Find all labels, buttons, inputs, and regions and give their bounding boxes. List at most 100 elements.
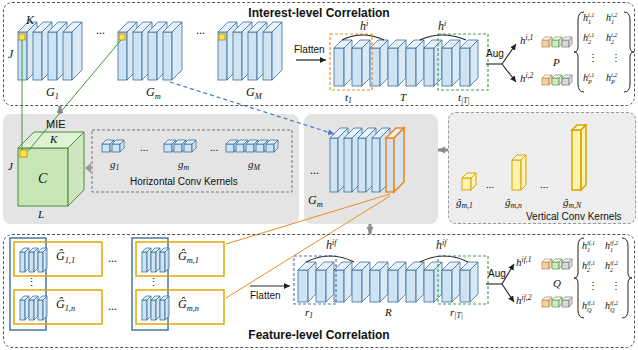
math-label: Q bbox=[553, 277, 561, 290]
math-label: hif bbox=[326, 238, 337, 253]
math-label: L bbox=[38, 208, 44, 221]
cell-box bbox=[136, 290, 224, 324]
math-symbol: Ĝ bbox=[178, 249, 187, 263]
math-label: hif,2 bbox=[516, 294, 532, 307]
math-label: hif,12 bbox=[582, 260, 595, 274]
math-symbol: h bbox=[605, 240, 610, 251]
superscript: if,2 bbox=[522, 293, 532, 302]
math-label: hif bbox=[436, 238, 447, 253]
slab-side bbox=[172, 22, 182, 80]
slab-front bbox=[118, 32, 127, 80]
math-label: C bbox=[38, 170, 47, 187]
math-symbol: h bbox=[583, 12, 588, 23]
slab-front bbox=[542, 40, 549, 47]
slab-front bbox=[316, 270, 326, 302]
math-label: hi bbox=[438, 19, 446, 34]
superscript: i,2 bbox=[611, 72, 617, 79]
slab-front bbox=[542, 300, 549, 307]
slab-front bbox=[151, 252, 156, 272]
leader-line bbox=[250, 285, 290, 286]
math-symbol: G bbox=[308, 193, 317, 207]
superscript: i bbox=[366, 19, 368, 28]
math-label: r|T| bbox=[450, 306, 463, 321]
subscript: m,N bbox=[569, 201, 582, 210]
slab-front bbox=[388, 270, 398, 302]
slab-side bbox=[25, 248, 29, 272]
slab-front bbox=[256, 144, 264, 152]
slab-side bbox=[452, 262, 460, 302]
math-label: J bbox=[8, 48, 13, 62]
slab-front bbox=[542, 78, 549, 85]
math-label: t|T| bbox=[458, 91, 470, 106]
superscript: if,2 bbox=[610, 300, 618, 307]
leader-line bbox=[486, 283, 502, 284]
slab-side bbox=[156, 248, 160, 272]
slab-front bbox=[266, 144, 274, 152]
math-label: Ĝm,1 bbox=[178, 250, 199, 265]
subscript: Q bbox=[587, 307, 595, 314]
slab-side bbox=[72, 22, 82, 80]
math-label: K bbox=[50, 133, 57, 146]
script-stack: if,1Q bbox=[587, 300, 595, 314]
math-symbol: h bbox=[360, 19, 366, 33]
ellipsis: ⋮ bbox=[588, 280, 598, 291]
brace bbox=[624, 12, 634, 92]
math-symbol: P bbox=[553, 56, 560, 68]
math-label: hi bbox=[360, 19, 368, 34]
math-label: hif,1 bbox=[516, 256, 532, 269]
math-symbol: r bbox=[305, 306, 309, 318]
math-symbol: L bbox=[38, 208, 44, 220]
math-symbol: h bbox=[438, 19, 444, 33]
script-stack: if,2Q bbox=[610, 300, 618, 314]
ellipsis: ... bbox=[108, 251, 117, 265]
slab-front bbox=[102, 144, 110, 152]
math-label: ⋮ bbox=[588, 52, 598, 64]
slab-front bbox=[462, 178, 471, 190]
slab-front bbox=[246, 144, 254, 152]
slab-side bbox=[344, 262, 352, 302]
leader-line bbox=[486, 63, 502, 64]
slab-front bbox=[330, 138, 338, 192]
slab-front bbox=[163, 32, 172, 80]
text-label: Aug bbox=[488, 268, 506, 279]
group-box bbox=[330, 34, 372, 90]
slab-front bbox=[142, 252, 147, 272]
slab-side bbox=[549, 37, 552, 47]
superscript: if,1 bbox=[522, 255, 532, 264]
superscript: i bbox=[444, 19, 446, 28]
math-symbol: G bbox=[46, 85, 55, 99]
ellipsis: ⋮ bbox=[26, 276, 37, 288]
text-label: MIE bbox=[46, 118, 66, 130]
math-symbol: h bbox=[583, 32, 588, 43]
slab-side bbox=[34, 296, 38, 320]
slice-panel: ...Gm bbox=[304, 114, 438, 224]
math-label: hif,11 bbox=[582, 240, 595, 254]
script-stack: i,12 bbox=[588, 32, 594, 46]
ellipsis: ... bbox=[540, 178, 548, 190]
math-symbol: h bbox=[326, 238, 332, 252]
ellipsis: ... bbox=[210, 141, 218, 153]
leader-line bbox=[502, 284, 514, 302]
ellipsis: ... bbox=[196, 23, 205, 37]
math-symbol: R bbox=[385, 306, 392, 318]
flow-arrow bbox=[59, 106, 62, 114]
slab-front bbox=[406, 48, 416, 86]
slab-front bbox=[386, 138, 394, 192]
slab-front bbox=[174, 144, 182, 152]
superscript: i,1 bbox=[526, 33, 534, 42]
math-label: gm bbox=[178, 158, 189, 173]
script-stack: i,2P bbox=[611, 72, 617, 86]
math-label: R bbox=[385, 306, 392, 319]
math-symbol: h bbox=[606, 72, 611, 83]
math-label: G1 bbox=[46, 86, 59, 101]
slab-side bbox=[68, 132, 84, 206]
slab-side bbox=[569, 75, 572, 85]
subscript: 1 bbox=[309, 311, 313, 320]
yellow-entry bbox=[19, 34, 25, 40]
script-stack: i,1P bbox=[588, 72, 594, 86]
flow-arrow bbox=[438, 149, 448, 152]
slab-front bbox=[562, 300, 569, 307]
slab-front bbox=[48, 32, 57, 80]
subscript: 1 bbox=[611, 19, 617, 26]
math-symbol: T bbox=[400, 91, 406, 103]
